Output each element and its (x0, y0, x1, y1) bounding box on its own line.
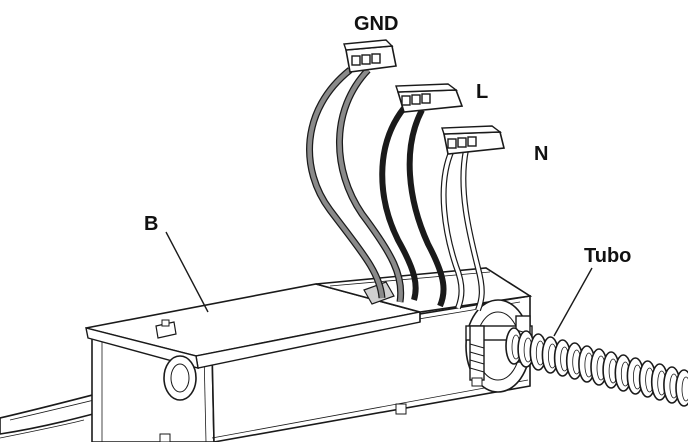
lid-switch (155, 319, 177, 339)
conduit-fitting (465, 299, 533, 393)
gnd-label: GND (354, 13, 398, 35)
tubo-leader-line (553, 267, 593, 337)
wires (306, 67, 485, 312)
l-label: L (476, 81, 488, 103)
gnd-connector (343, 39, 397, 73)
n-connector (441, 125, 505, 155)
n-label: N (534, 143, 548, 165)
b-leader-line (165, 231, 209, 313)
tubo-label: Tubo (584, 245, 631, 267)
b-label: B (144, 213, 158, 235)
l-wire-2 (406, 108, 447, 308)
left-cable-gland (163, 355, 197, 401)
conduit-ring-inner (681, 376, 688, 402)
junction-box (85, 267, 533, 442)
corrugated-conduit (505, 327, 688, 407)
l-wire-1 (379, 106, 419, 301)
l-connector (395, 83, 464, 113)
